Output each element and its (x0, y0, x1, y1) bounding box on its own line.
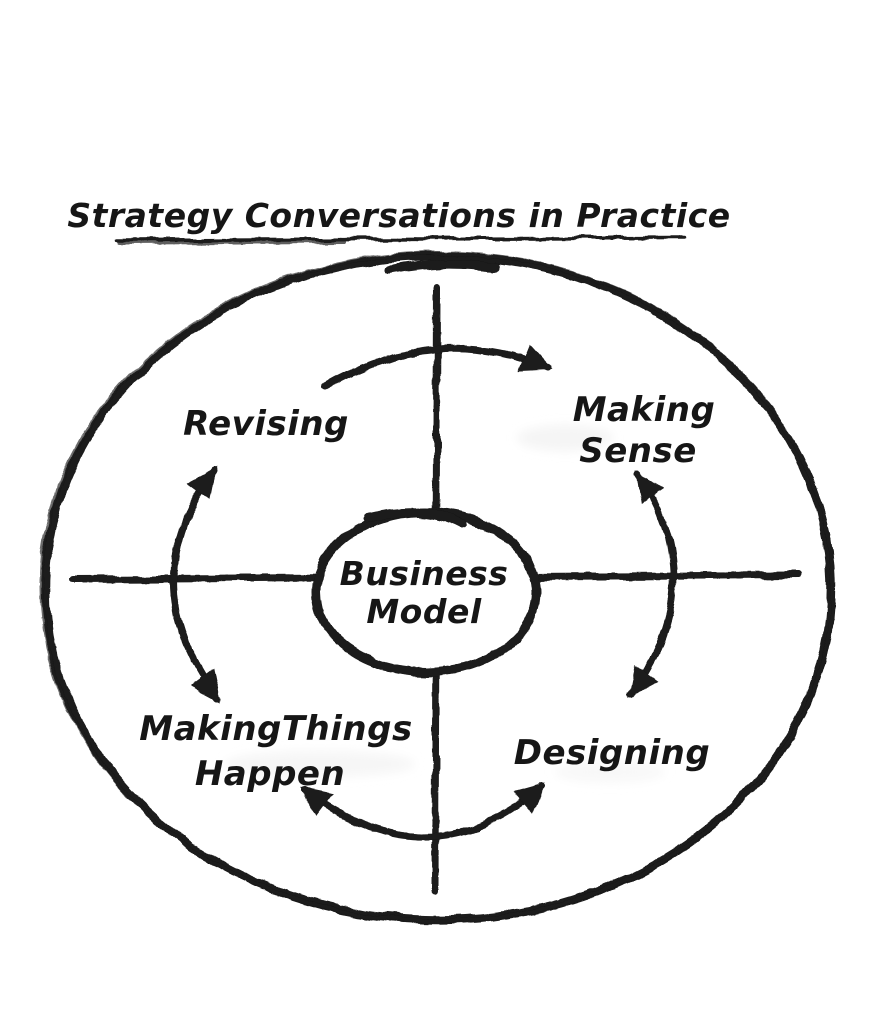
label-making-sense-line1: Making (573, 390, 716, 430)
outer-cycle-ellipse-overstroke (39, 251, 835, 923)
cycle-arrow-right (627, 469, 677, 698)
label-designing: Designing (514, 733, 710, 773)
smudge-blob (225, 751, 415, 777)
smudge-blob (517, 425, 613, 451)
page-title: Strategy Conversations in Practice (67, 196, 730, 235)
title-underline-overstroke (116, 240, 347, 245)
label-revising: Revising (183, 404, 349, 444)
title-underline (114, 236, 685, 242)
label-making-sense-line2: Sense (579, 431, 697, 471)
center-ellipse-pen-overlap (363, 507, 467, 529)
cycle-arrow-top (320, 344, 553, 390)
business-model-node (311, 507, 541, 677)
cycle-arrow-bottom (300, 782, 546, 840)
center-label-line2: Model (366, 592, 482, 631)
ink-layer (39, 236, 836, 925)
text-layer: Strategy Conversations in Practice Revis… (67, 196, 730, 794)
smudge-blob (555, 761, 665, 783)
label-making-things-line2: Happen (195, 754, 345, 794)
center-label-line1: Business (340, 554, 509, 593)
cycle-arrow-left (170, 466, 222, 702)
scan-smudges (225, 425, 665, 783)
label-making-things-line1: MakingThings (139, 709, 412, 749)
outer-ellipse-pen-overlap (385, 259, 499, 275)
